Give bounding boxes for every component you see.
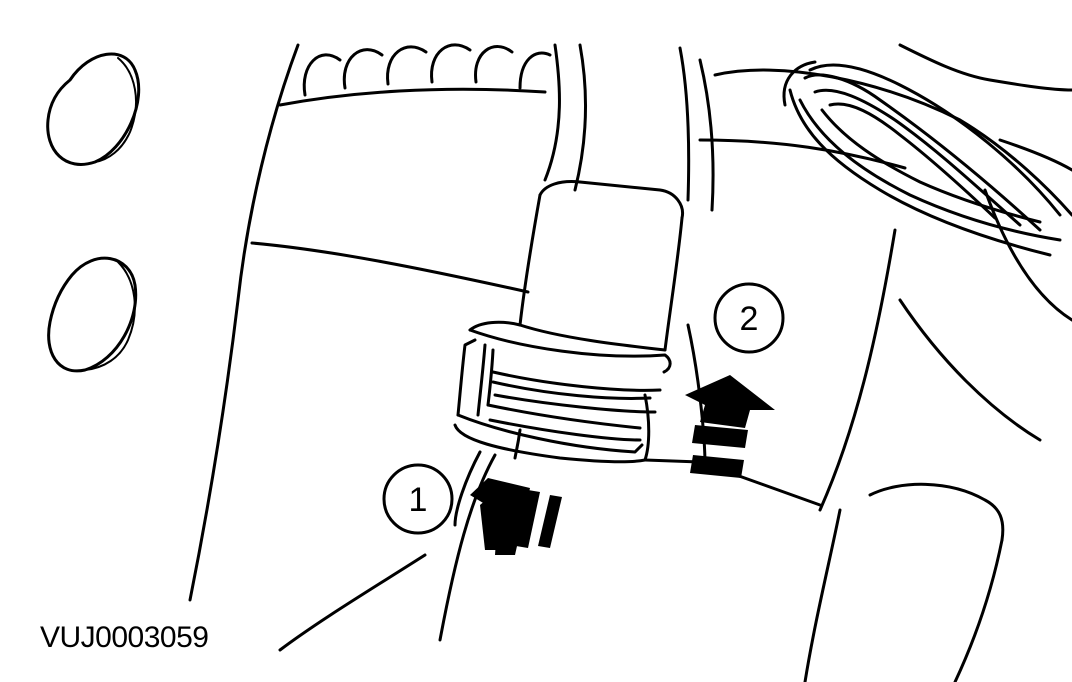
- reference-code: VUJ0003059: [40, 621, 209, 654]
- lower-cable: [278, 450, 497, 652]
- callout-1-number: 1: [409, 481, 428, 519]
- callout-2-number: 2: [740, 300, 759, 338]
- scalloped-edge: [302, 43, 715, 212]
- housing-body: [188, 43, 1072, 602]
- arrow-press-tab: [470, 478, 562, 555]
- bracket: [803, 482, 1005, 682]
- callout-1: 1: [382, 463, 454, 535]
- wiring-harness: [713, 43, 1072, 257]
- grommet-upper: [46, 52, 141, 166]
- connector-sleeve: [518, 180, 685, 352]
- arrow-pull-up: [685, 375, 775, 478]
- callout-2: 2: [713, 282, 785, 354]
- grommet-lower: [47, 256, 138, 373]
- connector-lock-body: [453, 320, 822, 507]
